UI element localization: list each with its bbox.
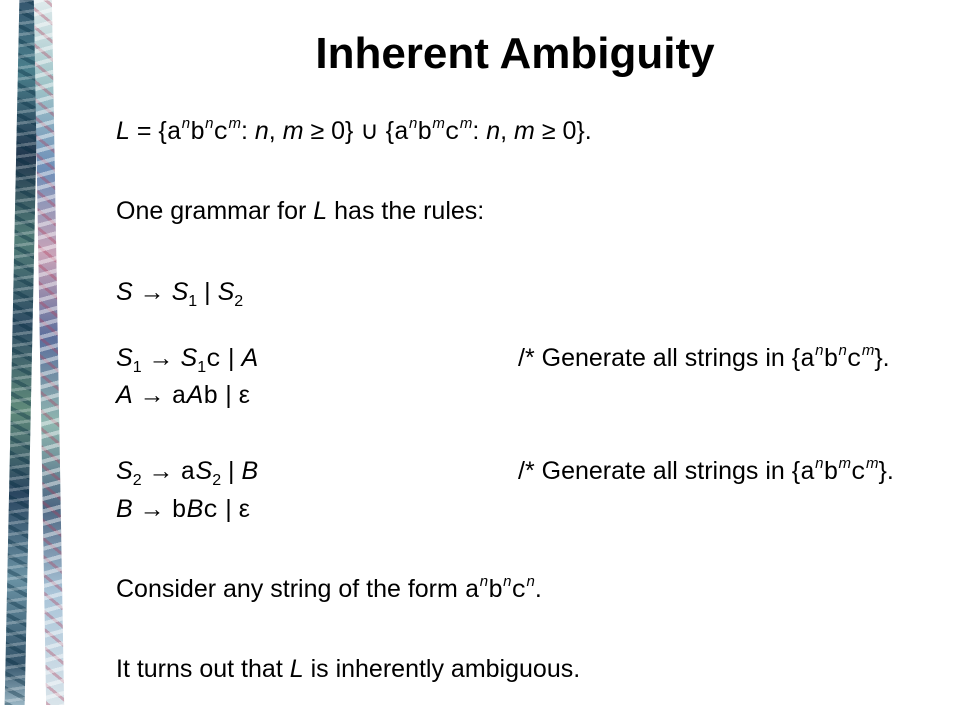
rule-s2: S2 → aS2 | B/* Generate all strings in {… bbox=[116, 455, 894, 489]
rule-s1-comment: /* Generate all strings in {anbncm}. bbox=[518, 342, 890, 374]
rule-b: B → bBc | ε bbox=[116, 495, 250, 525]
decorative-mosaic-strip-left bbox=[4, 0, 40, 705]
consider-string: Consider any string of the form anbncn. bbox=[116, 573, 542, 605]
grammar-intro: One grammar for L has the rules: bbox=[116, 197, 485, 225]
conclusion: It turns out that L is inherently ambigu… bbox=[116, 655, 581, 683]
rule-start: S → S1 | S2 bbox=[116, 278, 244, 310]
rule-a: A → aAb | ε bbox=[116, 381, 250, 411]
rule-s2-comment: /* Generate all strings in {anbmcm}. bbox=[518, 455, 894, 487]
rule-s1: S1 → S1c | A/* Generate all strings in {… bbox=[116, 342, 890, 376]
language-definition: L = {anbncm: n, m ≥ 0} ∪ {anbmcm: n, m ≥… bbox=[116, 115, 592, 147]
slide-title: Inherent Ambiguity bbox=[315, 29, 715, 78]
decorative-mosaic-strip-right bbox=[33, 0, 65, 705]
